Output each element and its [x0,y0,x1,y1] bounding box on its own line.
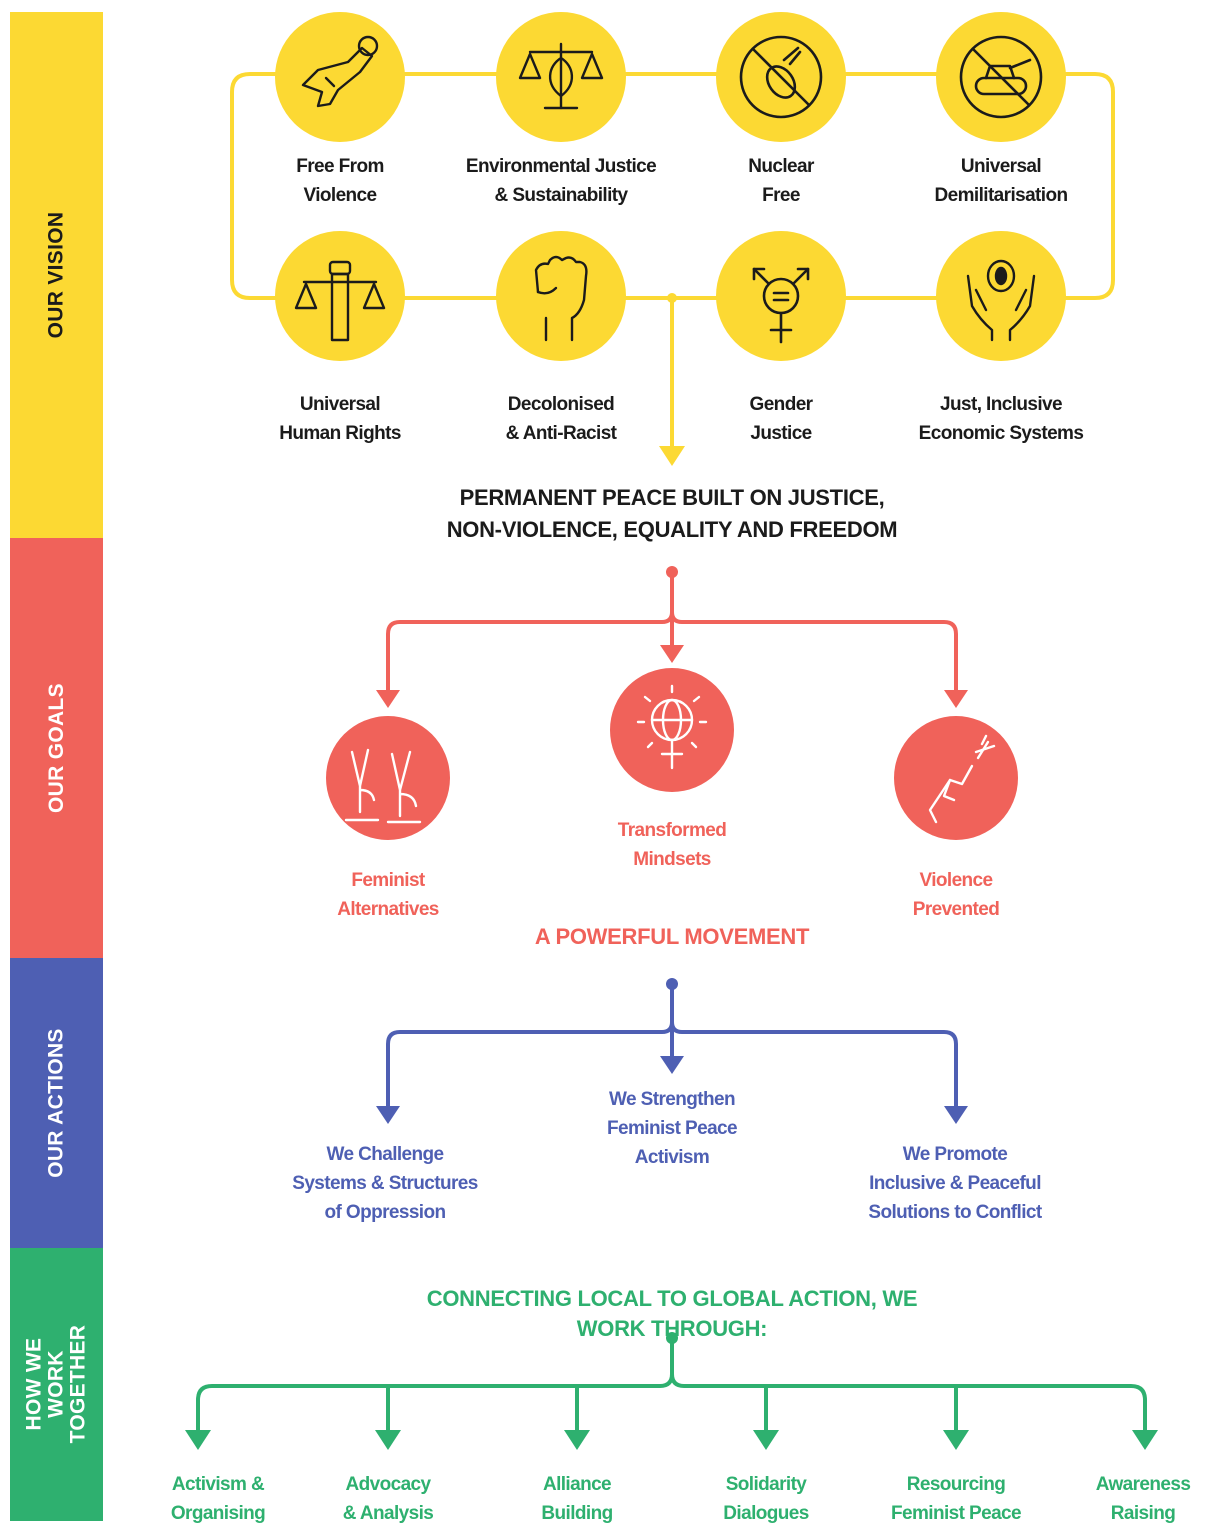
broken-rifle-icon [928,734,996,824]
band-our-goals: OUR GOALS [10,538,103,958]
together-label-activism: Activism & Organising [170,1474,266,1524]
raised-fist-icon [534,255,588,342]
together-arrowhead-1 [185,1430,211,1450]
together-label-awareness: Awareness Raising [1095,1474,1191,1524]
vision-label-decolonised: Decolonised & Anti-Racist [505,394,617,444]
together-heading: CONNECTING LOCAL TO GLOBAL ACTION, WE WO… [426,1286,918,1341]
actions-connector [386,984,958,1108]
together-label-alliance: Alliance Building [541,1474,613,1524]
together-arrowhead-2 [375,1430,401,1450]
goals-arrowhead-center [660,645,684,663]
together-label-advocacy: Advocacy & Analysis [342,1474,434,1524]
goal-label-violence-prevented: Violence Prevented [912,870,1000,920]
goal-circle-transformed-mindsets [610,668,734,792]
vision-label-environmental-justice: Environmental Justice & Sustainability [465,156,657,206]
globe-venus-icon [636,684,708,770]
goal-circle-feminist-alternatives [326,716,450,840]
actions-arrowhead-right [944,1106,968,1124]
vision-arrowhead [659,446,685,466]
band-how-we-work-together: HOW WE WORK TOGETHER [10,1248,103,1521]
no-bomb-icon [739,35,823,119]
vision-result-heading: PERMANENT PEACE BUILT ON JUSTICE, NON-VI… [446,485,898,542]
vision-label-free-from-violence: Free From Violence [296,156,384,206]
vision-label-gender-justice: Gender Justice [749,394,814,444]
action-label-strengthen: We Strengthen Feminist Peace Activism [607,1089,738,1168]
band-our-actions: OUR ACTIONS [10,958,103,1248]
vision-circle-decolonised [496,231,626,361]
together-arrowhead-4 [753,1430,779,1450]
goals-result-heading: A POWERFUL MOVEMENT [534,924,810,949]
goal-circle-violence-prevented [894,716,1018,840]
vision-circle-nuclear-free [716,12,846,142]
vision-junction-dot [667,293,677,303]
vision-label-nuclear-free: Nuclear Free [748,156,814,206]
vision-circle-gender-justice [716,231,846,361]
vision-label-economic-systems: Just, Inclusive Economic Systems [918,394,1084,444]
goals-junction-dot [666,566,678,578]
goals-arrowhead-right [944,690,968,708]
actions-arrowhead-center [660,1056,684,1074]
together-arrowhead-3 [564,1430,590,1450]
together-arrowhead-6 [1132,1430,1158,1450]
hands-coin-icon [966,259,1036,342]
vision-circle-human-rights [275,231,405,361]
vision-circle-economic-systems [936,231,1066,361]
actions-arrowhead-left [376,1106,400,1124]
gender-symbol-icon [752,267,810,344]
goals-connector [386,572,958,692]
together-arrowhead-5 [943,1430,969,1450]
goal-label-transformed-mindsets: Transformed Mindsets [617,820,727,870]
goals-arrowhead-left [376,690,400,708]
peace-hands-icon [344,748,422,824]
vision-circle-environmental-justice [496,12,626,142]
vision-label-universal-demilitarisation: Universal Demilitarisation [934,156,1069,206]
together-junction-dot [666,1332,678,1344]
action-label-challenge: We Challenge Systems & Structures of Opp… [292,1144,478,1223]
vision-label-human-rights: Universal Human Rights [279,394,401,444]
action-label-promote: We Promote Inclusive & Peaceful Solution… [868,1144,1042,1223]
no-tank-icon [959,35,1043,119]
band-our-vision: OUR VISION [10,12,103,538]
actions-junction-dot [666,978,678,990]
scales-leaf-icon [518,42,604,110]
together-connector [196,1338,1147,1432]
vision-circle-universal-demilitarisation [936,12,1066,142]
scales-fist-icon [294,260,386,342]
together-label-solidarity: Solidarity Dialogues [723,1474,809,1524]
vision-circle-free-from-violence [275,12,405,142]
together-label-resourcing: Resourcing Feminist Peace [891,1474,1022,1524]
knotted-gun-icon [301,35,379,108]
goal-label-feminist-alternatives: Feminist Alternatives [337,870,439,920]
